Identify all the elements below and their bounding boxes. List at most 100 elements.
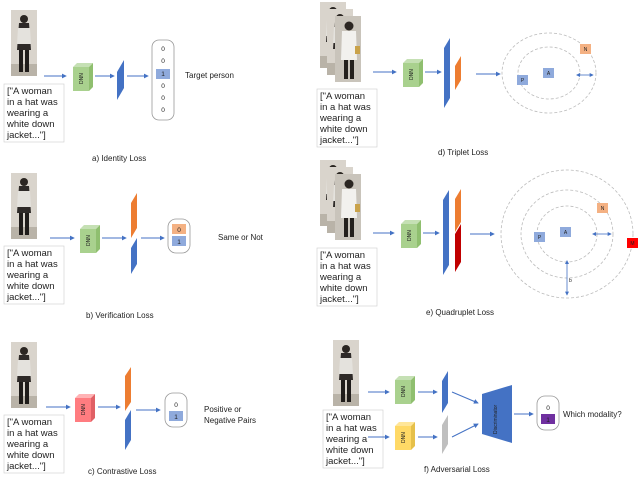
feature-layer-orange [455,56,461,90]
text-query-box [316,88,378,148]
person-photo-front [335,16,361,82]
margin-symbol: b [569,278,572,284]
dnn-block: DNN [73,63,93,91]
caption-adversarial: f) Adversarial Loss [424,465,490,474]
dnn-block-image: DNN [395,376,415,404]
svg-text:M: M [630,241,634,247]
negative-point [597,203,608,213]
svg-text:0: 0 [161,95,165,102]
dnn-block-text: DNN [395,422,415,450]
dnn-block: DNN [401,220,421,248]
pair-value-0: 0 [177,227,181,234]
discriminator-label: Discriminator [493,404,499,434]
pair-cell-0 [172,224,186,234]
query-text: ["A woman in a hat was wearing a white d… [6,417,60,472]
panel-contrastive-loss: ["A woman in a hat was wearing a white d… [3,342,256,476]
dnn-block: DNN [403,59,423,87]
text-query-box [316,247,378,307]
positive-point [517,75,528,85]
positive-or-label: Positive or [204,405,242,414]
which-modality-label: Which modality? [563,410,622,419]
dnn-block: DNN [80,225,100,253]
svg-text:DNN: DNN [81,404,87,415]
panel-identity-loss: ["A woman in a hat was wearing a white d… [3,10,234,163]
modality-value-1: 1 [546,417,550,424]
svg-text:N: N [601,206,605,212]
modality-value-0: 0 [546,405,550,412]
discriminator-block [482,385,512,443]
query-text: ["A woman in a hat was wearing a white d… [6,86,60,141]
caption-verification: b) Verification Loss [86,311,154,320]
panel-verification-loss: ["A woman in a hat was wearing a white d… [3,173,264,320]
negative-point [580,44,591,54]
svg-text:DNN: DNN [86,235,92,246]
feature-layer-orange [455,189,461,232]
pair-value-1: 1 [174,414,178,421]
target-cell [156,69,170,79]
modality-vector [536,395,560,431]
svg-text:0: 0 [161,58,165,65]
pair-cell-1 [169,411,183,421]
feature-layer-orange [125,367,131,411]
svg-text:A: A [547,71,551,77]
feature-layer-blue [443,190,449,275]
svg-text:0: 0 [161,107,165,114]
svg-text:DNN: DNN [401,432,407,443]
identity-vector [151,39,175,121]
svg-text:A: A [564,230,568,236]
anchor-point [560,227,571,237]
caption-quadruplet: e) Quadruplet Loss [426,308,494,317]
pair-value-0: 0 [174,402,178,409]
person-photo [333,340,359,406]
anchor-point [543,68,554,78]
feature-layer-image [442,371,448,413]
second-negative-point [627,238,638,248]
feature-layer-blue [131,238,137,274]
identity-vector-values: 0 0 1 0 0 0 [161,46,165,114]
target-person-label: Target person [185,71,234,80]
panel-adversarial-loss: ["A woman in a hat was wearing a white d… [322,340,622,474]
person-photo [11,342,37,408]
svg-text:0: 0 [161,83,165,90]
feature-layer-orange [131,193,137,238]
margin-circle-outer [500,169,634,299]
svg-text:DNN: DNN [401,386,407,397]
pair-value-1: 1 [177,239,181,246]
svg-text:DNN: DNN [409,69,415,80]
text-query-box [322,409,384,469]
margin-circle-outer [501,32,597,114]
query-text: ["A woman in a hat was wearing a white d… [319,250,373,305]
svg-text:1: 1 [161,71,165,78]
person-photo-front [335,174,361,240]
pair-vector [164,392,188,428]
caption-triplet: d) Triplet Loss [438,148,488,157]
query-text: ["A woman in a hat was wearing a white d… [319,91,373,146]
text-query-box [3,414,65,474]
dnn-block-pink: DNN [75,394,95,422]
query-text: ["A woman in a hat was wearing a white d… [6,248,60,303]
modality-cell-1 [541,414,555,424]
feature-layer-red [455,224,461,272]
text-query-box [3,245,65,305]
arrow [451,391,479,404]
feature-layer-text [442,415,448,454]
negative-pairs-label: Negative Pairs [204,416,256,425]
svg-text:N: N [584,47,588,53]
text-query-box [3,83,65,143]
svg-text:DNN: DNN [79,73,85,84]
panel-quadruplet-loss: ["A woman in a hat was wearing a white d… [316,160,638,317]
positive-point [534,232,545,242]
caption-contrastive: c) Contrastive Loss [88,467,156,476]
person-photo [11,10,37,76]
svg-text:0: 0 [161,46,165,53]
svg-text:P: P [538,235,542,241]
svg-text:P: P [521,78,525,84]
feature-layer-blue [444,38,450,108]
query-text: ["A woman in a hat was wearing a white d… [325,412,379,467]
caption-identity: a) Identity Loss [92,154,146,163]
svg-text:DNN: DNN [407,230,413,241]
feature-layer-blue [125,410,131,450]
pair-cell-1 [172,236,186,246]
